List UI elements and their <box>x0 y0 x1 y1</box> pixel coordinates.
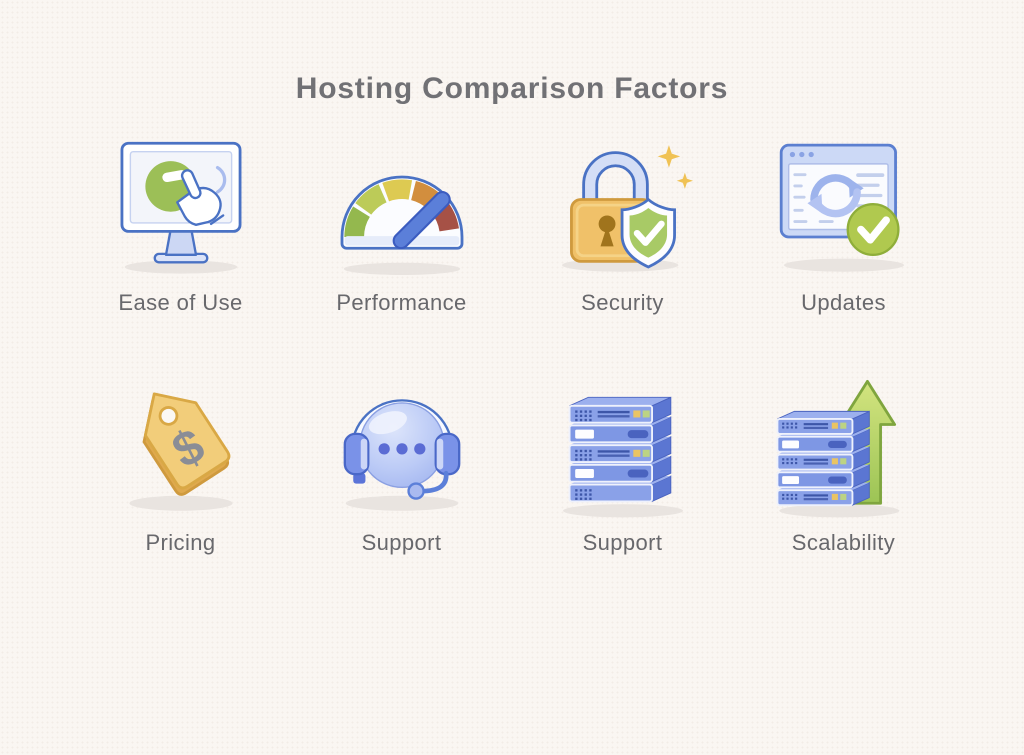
speedometer-icon <box>340 175 463 275</box>
server-unit-1 <box>776 410 870 435</box>
factors-grid: Ease of Use Performance <box>70 132 954 556</box>
factor-performance: Performance <box>291 132 512 316</box>
monitor-click-icon <box>120 141 241 274</box>
factor-label: Support <box>361 530 442 555</box>
server-stack-icon <box>562 396 683 518</box>
factor-label: Performance <box>336 290 467 315</box>
sparkle-icon <box>657 145 693 189</box>
sync-arrows-icon <box>806 174 864 218</box>
server-unit-1 <box>568 396 671 424</box>
factor-ease-of-use: Ease of Use <box>70 132 291 316</box>
gauge-needle <box>392 191 451 250</box>
shadow <box>783 258 904 272</box>
hand-cursor-icon <box>175 169 224 226</box>
crescent-highlight <box>215 165 226 194</box>
factor-support-servers: Support <box>512 372 733 556</box>
shadow <box>128 495 233 511</box>
factor-label: Security <box>581 290 664 315</box>
factor-label: Updates <box>801 290 886 315</box>
browser-sync-check-icon <box>779 143 904 272</box>
factor-scalability: Scalability <box>733 372 954 556</box>
lock-shackle <box>581 151 649 206</box>
page-title: Hosting Comparison Factors <box>295 72 729 105</box>
window-dots <box>789 151 814 158</box>
shadow <box>562 504 683 518</box>
factor-security: Security <box>512 132 733 316</box>
factor-support-headset: Support <box>291 372 512 556</box>
speech-dots <box>378 443 425 455</box>
microphone-boom <box>406 470 448 500</box>
keyhole <box>598 215 615 247</box>
factor-label: Ease of Use <box>118 290 243 315</box>
factor-label: Scalability <box>791 530 896 555</box>
shadow <box>778 504 899 518</box>
ear-cups <box>343 432 460 484</box>
server-stack-up-arrow-icon <box>776 379 899 518</box>
factor-pricing: $ Pricing <box>70 372 291 556</box>
monitor-stand <box>164 228 197 256</box>
check-badge <box>846 203 900 256</box>
shadow <box>343 262 460 275</box>
shadow <box>124 260 237 274</box>
factor-label: Pricing <box>145 530 216 555</box>
factor-label: Support <box>582 530 663 555</box>
factor-updates: Updates <box>733 132 954 316</box>
tag-hole <box>158 406 178 426</box>
lock-shield-icon <box>561 145 693 272</box>
price-tag-icon: $ <box>128 392 233 511</box>
shield-check <box>620 197 676 269</box>
headset-icon <box>343 399 460 511</box>
shadow <box>345 495 458 511</box>
